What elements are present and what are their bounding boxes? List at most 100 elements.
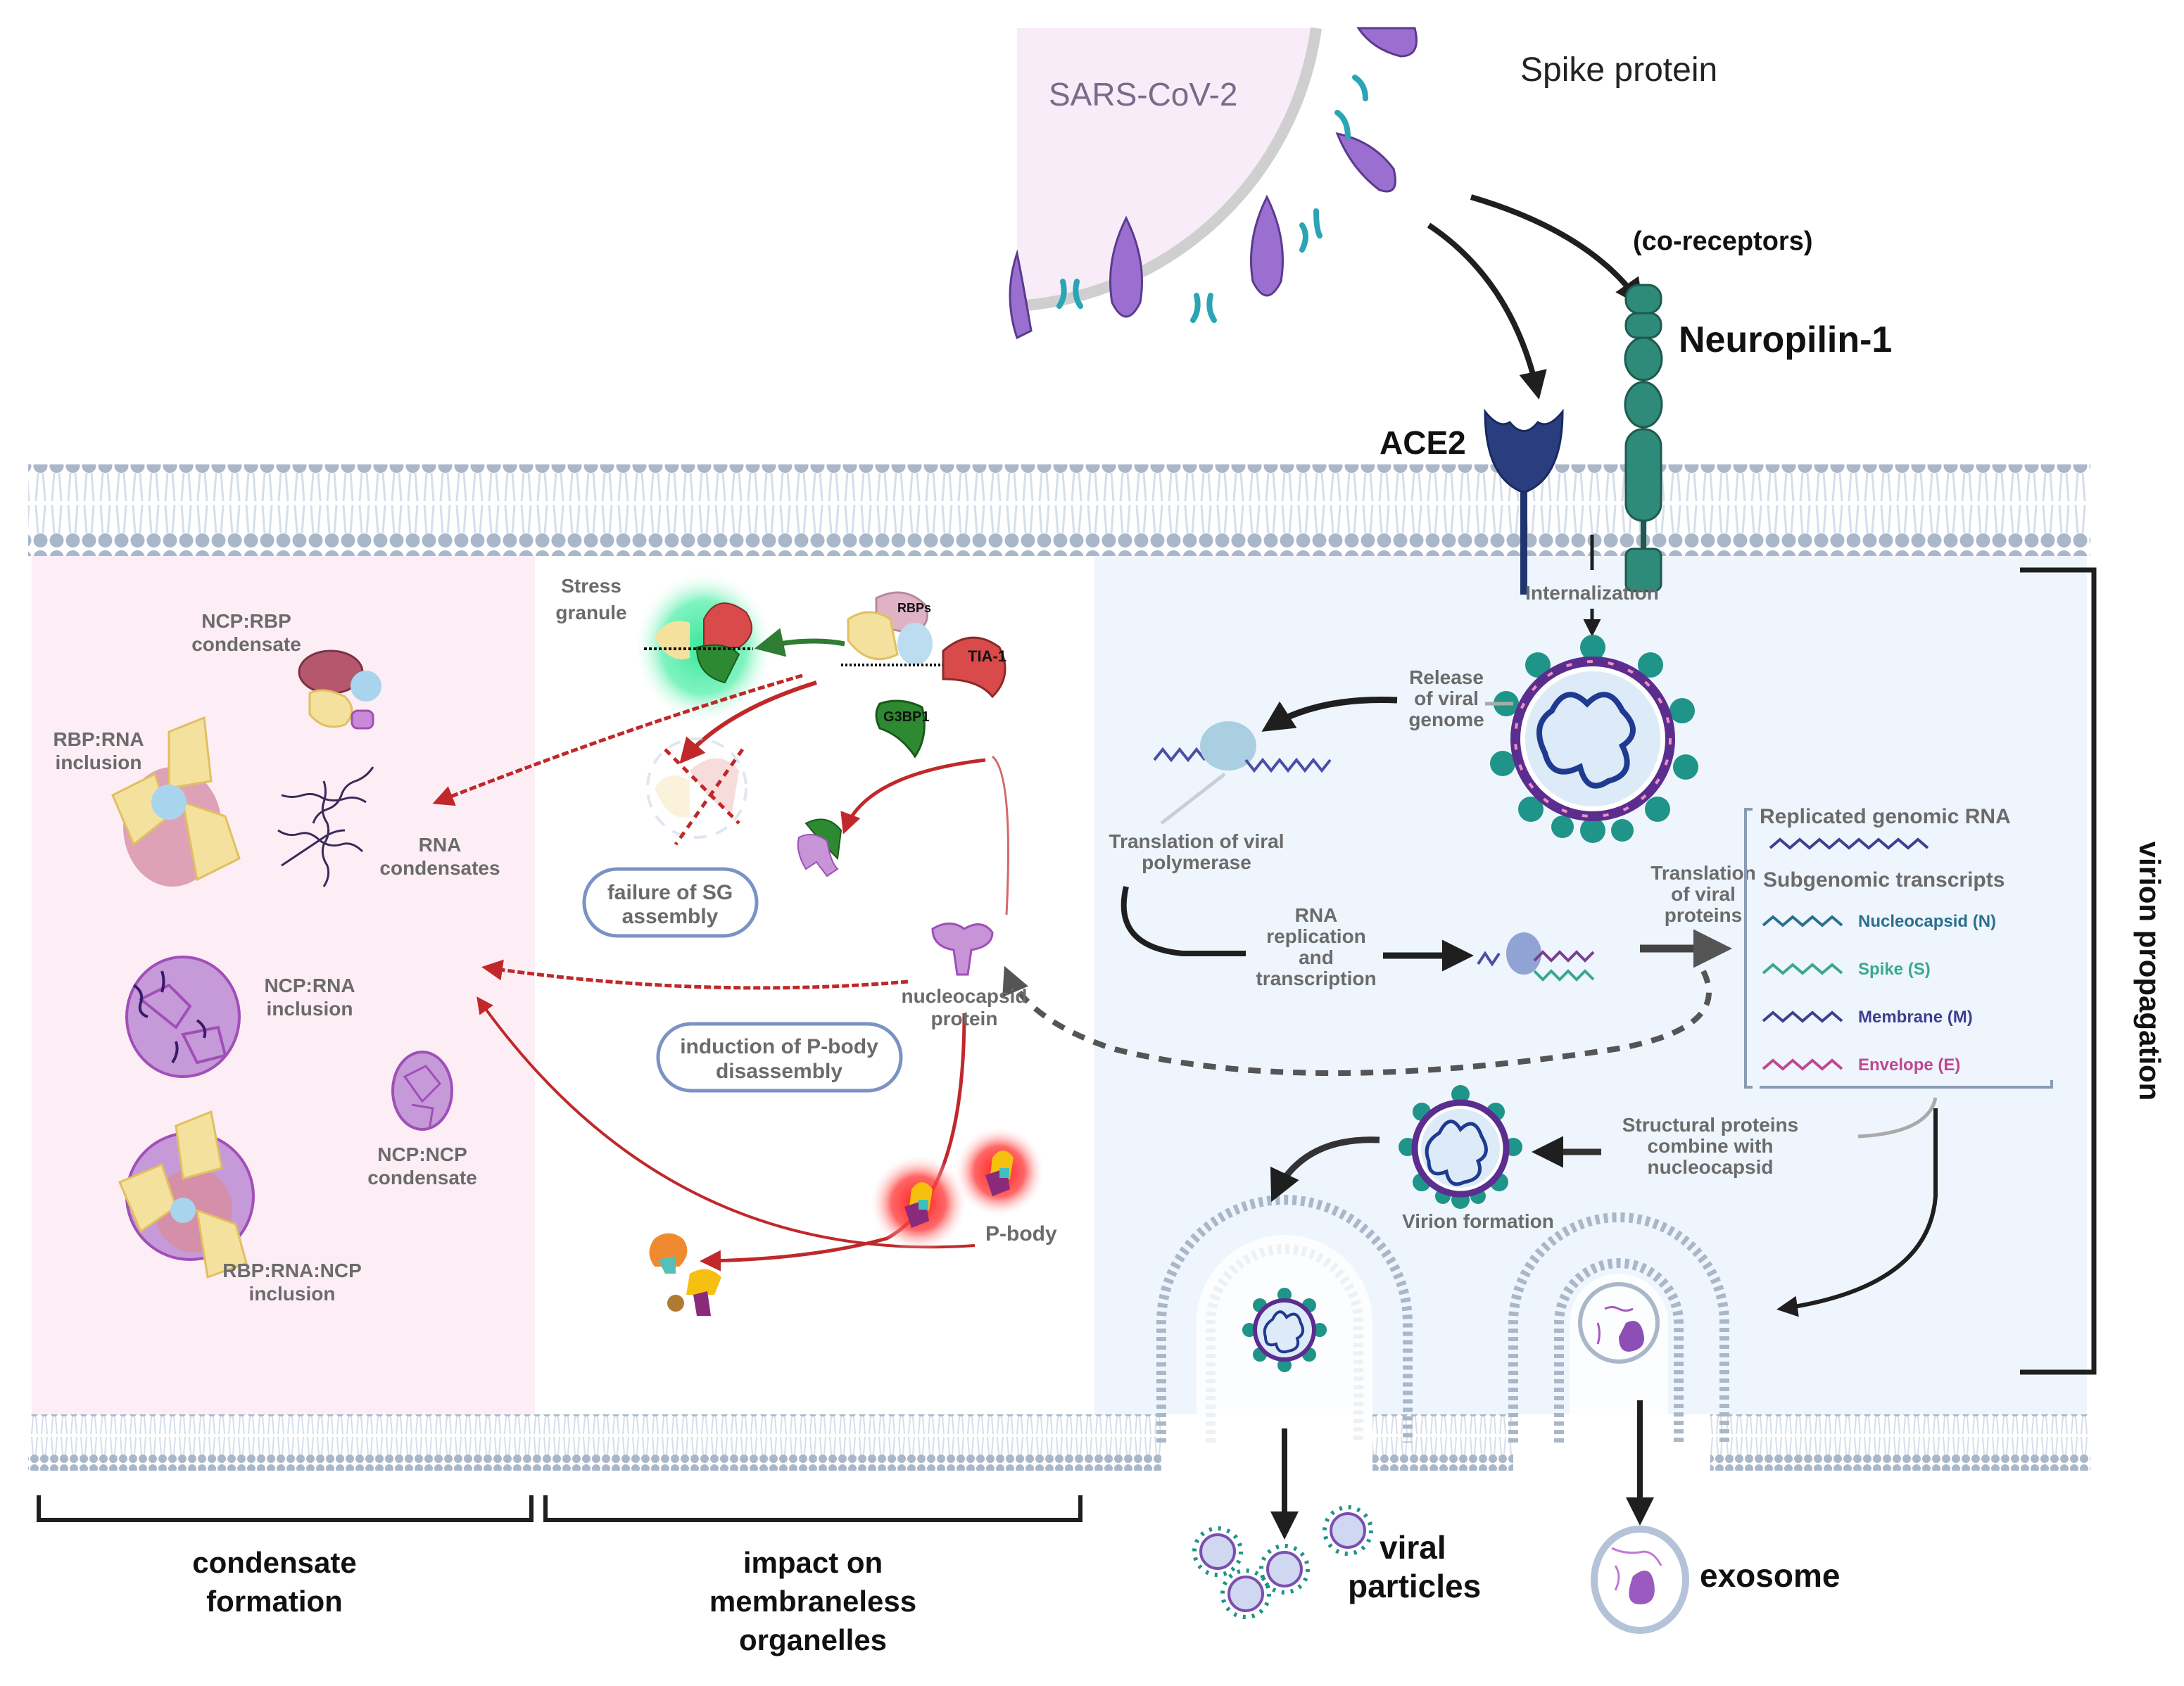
nucleocapsid-link-line — [991, 755, 1009, 915]
pbody-components-icon — [649, 1233, 721, 1316]
viral-particles-line2: particles — [1348, 1568, 1481, 1604]
structural-line3: nucleocapsid — [1648, 1156, 1774, 1178]
stress-granule-line2: granule — [555, 602, 626, 623]
virion-formation-icon — [1399, 1085, 1522, 1209]
transcript-label: Membrane (M) — [1858, 1008, 1973, 1027]
release-label-line2: of viral — [1414, 687, 1479, 709]
transcript-wave-icon — [1762, 1010, 1843, 1023]
spike-icon — [1109, 215, 1143, 318]
arrow-to-rna-condensates — [432, 673, 803, 806]
transcript-label: Envelope (E) — [1858, 1056, 1960, 1075]
organelle-section-line2: membraneless — [709, 1585, 916, 1618]
rbp-rna-inclusion-icon — [111, 716, 241, 887]
virion-to-membrane-arrow — [1270, 1136, 1380, 1203]
nucleocapsid-line1: nucleocapsid — [902, 985, 1028, 1007]
rna-replication-line2: replication — [1266, 925, 1366, 947]
rbp-rna-line1: RBP:RNA — [53, 728, 144, 750]
plasma-membrane-top — [28, 464, 2090, 556]
ncp-rna-inclusion-icon — [125, 956, 241, 1078]
translation-proteins-line3: proteins — [1665, 904, 1742, 926]
pbody-label: P-body — [985, 1222, 1057, 1246]
ncp-ncp-line1: NCP:NCP — [377, 1143, 467, 1165]
spike-protein-label: Spike protein — [1520, 51, 1717, 89]
g3bp1-icon: G3BP1 — [875, 699, 930, 759]
spike-icon — [1009, 249, 1033, 340]
transcript-wave-icon — [1762, 915, 1843, 927]
plasma-membrane-bottom-mid — [1372, 1414, 1513, 1471]
internalization-label: Internalization — [1525, 582, 1659, 604]
failure-x-icon — [664, 748, 745, 846]
virus-name-label: SARS-CoV-2 — [1049, 76, 1237, 113]
stress-granule-line1: Stress — [561, 575, 621, 597]
g3bp1-binding-arrow — [840, 758, 986, 835]
failure-line1: failure of SG — [607, 881, 733, 904]
neuropilin-label: Neuropilin-1 — [1679, 319, 1892, 360]
exosome-route-arrow — [1776, 1108, 1938, 1317]
replication-complex — [1477, 932, 1595, 982]
rna-condensates-line1: RNA — [419, 834, 462, 856]
condensate-section-line1: condensate — [192, 1546, 356, 1579]
subgenomic-label: Subgenomic transcripts — [1763, 868, 2005, 892]
sg-formation-arrow — [754, 628, 845, 657]
condensate-bracket — [37, 1495, 534, 1522]
polymerase-connector — [1160, 773, 1226, 825]
translation-polymerase-line1: Translation of viral — [1109, 830, 1284, 852]
ncp-ncp-condensate-icon — [391, 1051, 453, 1131]
exosome-icon — [1591, 1526, 1689, 1634]
rna-replication-line3: and — [1299, 946, 1334, 968]
dashed-return-arrow — [1002, 965, 1712, 1076]
ncp-rna-line2: inclusion — [267, 998, 353, 1020]
structural-connector — [1857, 1097, 1938, 1139]
arrow-to-ace2 — [1427, 222, 1547, 400]
ace2-label: ACE2 — [1380, 424, 1466, 461]
rna-replication-line1: RNA — [1295, 904, 1338, 926]
plasma-membrane-bottom-left — [28, 1414, 1161, 1471]
release-label-line3: genome — [1408, 709, 1484, 730]
virion-formation-label: Virion formation — [1402, 1210, 1554, 1232]
pbody-icon — [904, 1151, 1014, 1228]
transcript-label: Spike (S) — [1858, 960, 1931, 979]
neuropilin-1-receptor — [1624, 284, 1663, 592]
tia1-label: TIA-1 — [968, 647, 1006, 665]
genomic-rna-wave-icon — [1769, 837, 1929, 850]
transcript-wave-icon — [1762, 1058, 1843, 1071]
nucleocapsid-protein-icon — [931, 923, 994, 976]
translation-proteins-line2: of viral — [1671, 883, 1736, 905]
condensate-panel-bg — [32, 556, 535, 1414]
translation-polymerase-line2: polymerase — [1142, 851, 1251, 873]
ncp-ncp-line2: condensate — [367, 1167, 477, 1189]
sars-cov-2-virion — [1009, 27, 1418, 340]
rbp-rna-ncp-line1: RBP:RNA:NCP — [222, 1260, 362, 1281]
rbps-complex-icon: RBPs — [847, 591, 933, 665]
ncp-rbp-line2: condensate — [191, 633, 301, 655]
transcript-legend: Nucleocapsid (N)Spike (S)Membrane (M)Env… — [1762, 912, 1996, 1075]
transcripts-bracket-left — [1744, 808, 1753, 1089]
arrow-to-neuropilin — [1470, 194, 1643, 308]
rbp-rna-ncp-line2: inclusion — [249, 1283, 336, 1305]
release-arrow — [1261, 697, 1398, 732]
arrow-to-ncp-ncp — [476, 996, 976, 1249]
arrow-to-ncp-rna — [481, 959, 909, 990]
rbps-label: RBPs — [897, 601, 931, 615]
failure-line2: assembly — [622, 905, 719, 928]
ribosome-translation — [1153, 721, 1332, 773]
structural-line2: combine with — [1648, 1135, 1774, 1157]
rna-replication-line4: transcription — [1256, 968, 1376, 989]
sg-failure-arrow — [679, 680, 817, 764]
virion-propagation-bracket — [2020, 567, 2097, 1375]
nucleocapsid-line2: protein — [931, 1008, 998, 1029]
ncp-rbp-line1: NCP:RBP — [201, 610, 291, 632]
virion-propagation-label: virion propagation — [2133, 842, 2166, 1101]
organelle-section-line3: organelles — [739, 1623, 887, 1656]
induction-line2: disassembly — [716, 1060, 842, 1083]
organelle-section-line1: impact on — [743, 1546, 883, 1579]
spike-icon — [1335, 132, 1396, 193]
coreceptors-label: (co-receptors) — [1633, 227, 1813, 256]
nucleocapsid-g3bp1-icon — [797, 818, 842, 877]
ncp-rna-line1: NCP:RNA — [264, 975, 355, 996]
rbp-rna-ncp-inclusion-icon — [118, 1110, 255, 1279]
ncp-rbp-condensate-icon — [298, 649, 381, 730]
organelle-panel-bg — [535, 556, 1094, 1414]
exosome-label: exosome — [1700, 1557, 1840, 1594]
